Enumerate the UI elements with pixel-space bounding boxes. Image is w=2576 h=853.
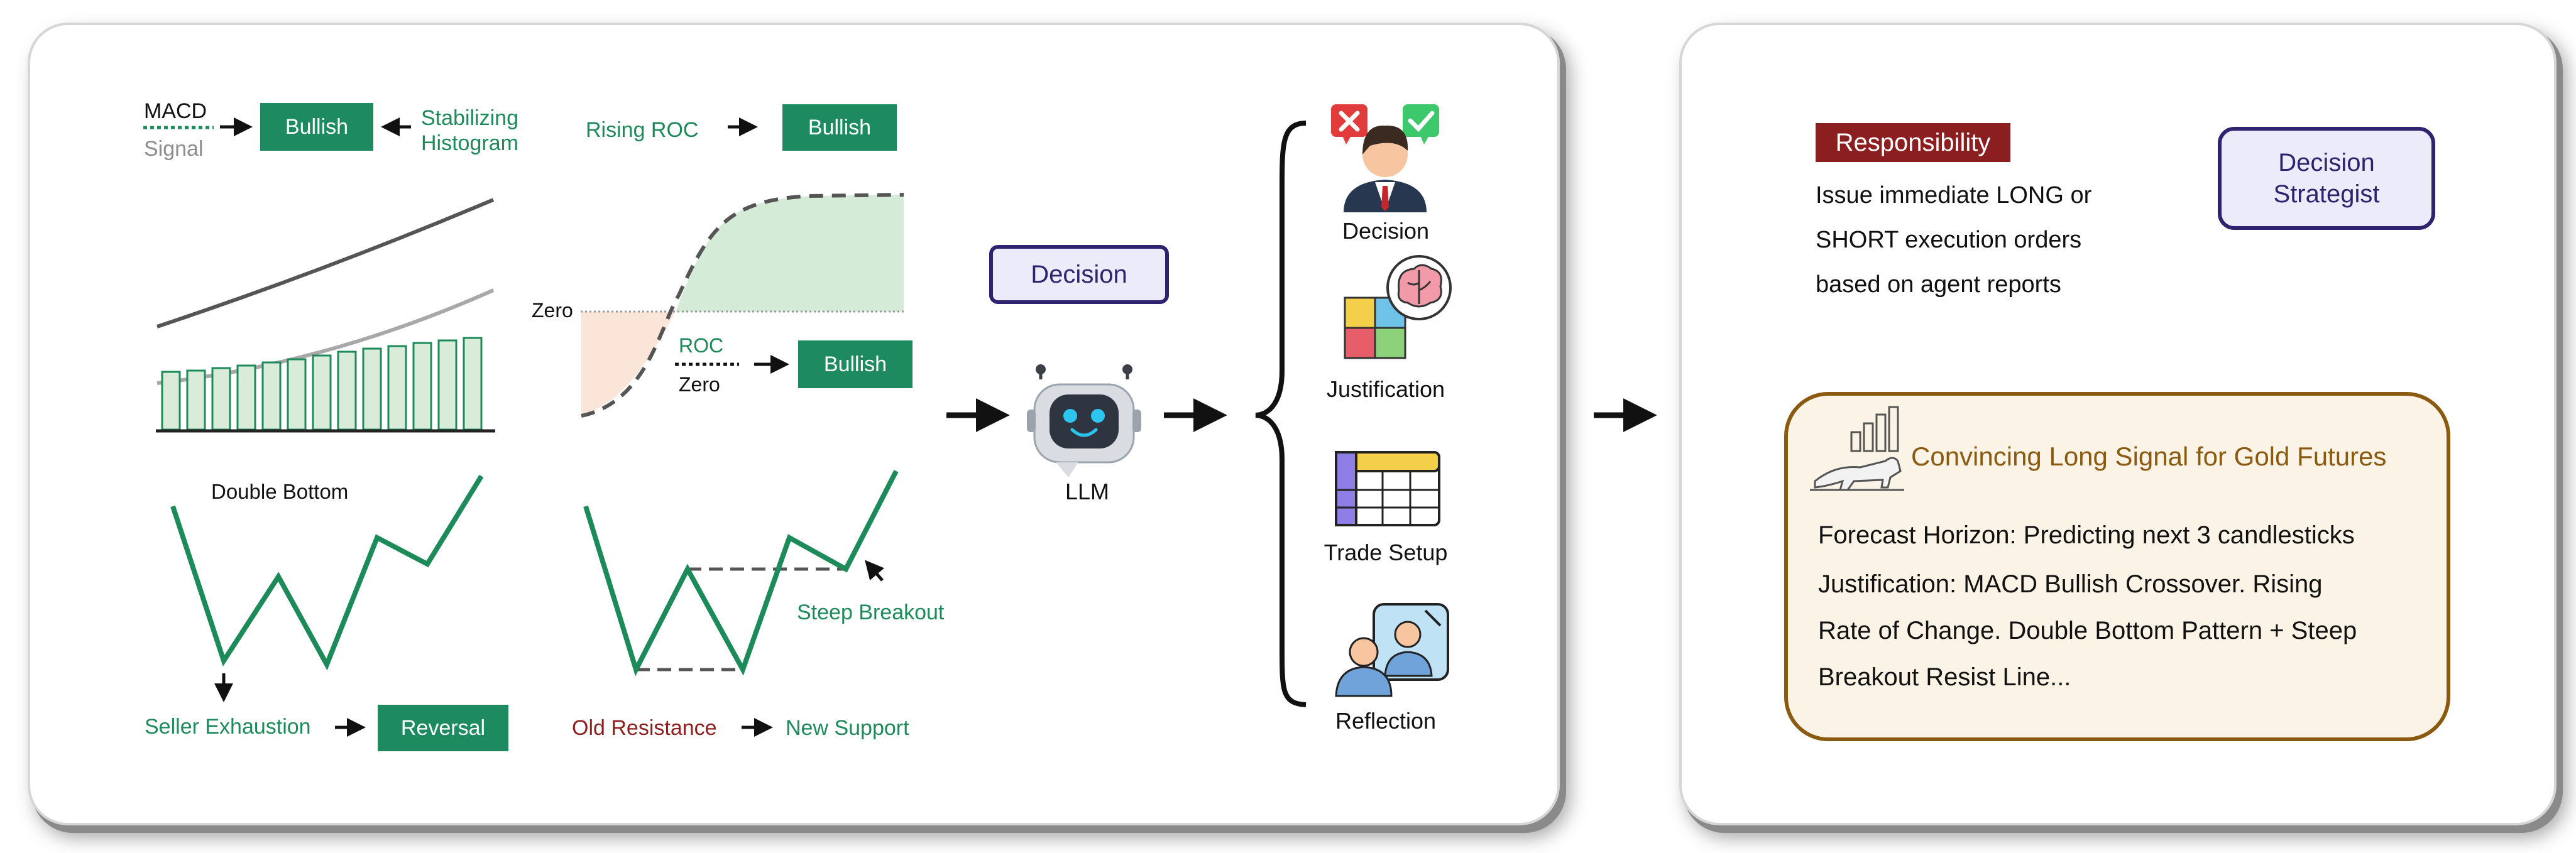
bull-chart-icon [1810,406,1904,491]
histogram-label-line2: Histogram [421,131,518,155]
histogram-label-line1: Stabilizing [421,106,518,130]
responsibility-line: SHORT execution orders [1816,227,2082,253]
seller-exhaustion-label: Seller Exhaustion [145,715,311,739]
new-support-label: New Support [786,716,909,740]
robot-icon [1027,364,1141,477]
steep-breakout-label: Steep Breakout [797,600,945,624]
reflection-people-icon [1335,603,1449,697]
puzzle-brain-icon [1344,255,1452,359]
macd-bullish-badge: Bullish [260,103,373,151]
roc-cross-bullish-badge: Bullish [798,340,913,388]
roc-chart [581,193,905,418]
double-bottom-line [170,474,484,671]
roc-legend-label: ROC [679,334,724,357]
signal-line: Rate of Change. Double Bottom Pattern + … [1818,617,2357,644]
responsibility-badge: Responsibility [1816,123,2010,162]
brace-bracket [1255,121,1307,707]
signal-line: Justification: MACD Bullish Crossover. R… [1818,570,2323,598]
output-label-trade-setup: Trade Setup [1324,540,1448,565]
signal-line: Breakout Resist Line... [1818,663,2071,691]
macd-label: MACD [144,99,207,123]
llm-label: LLM [1065,479,1110,504]
output-label-reflection: Reflection [1335,708,1437,734]
analysis-panel [30,25,1557,823]
breakout-chart [583,470,899,676]
output-label-justification: Justification [1326,376,1445,402]
macd-chart [156,198,495,433]
decision-strategist-box: Decision Strategist [2218,127,2435,230]
table-icon [1335,451,1440,526]
double-bottom-title: Double Bottom [211,480,349,503]
responsibility-text: Issue immediate LONG or SHORT execution … [1816,173,2091,307]
decision-box: Decision [989,245,1169,304]
signal-label: Signal [144,137,204,161]
reversal-badge: Reversal [378,705,508,751]
responsibility-line: based on agent reports [1816,271,2061,298]
decision-person-icon [1331,104,1439,212]
zero-legend-label: Zero [679,373,720,396]
macd-line [156,198,495,329]
responsibility-line: Issue immediate LONG or [1816,182,2092,209]
rising-roc-label: Rising ROC [586,118,699,142]
zero-axis-label: Zero [532,299,573,322]
signal-line: Forecast Horizon: Predicting next 3 cand… [1818,521,2355,549]
signal-title: Convincing Long Signal for Gold Futures [1911,442,2387,471]
output-label-decision: Decision [1342,218,1430,244]
histogram-bars [161,337,483,431]
old-resistance-label: Old Resistance [572,716,717,740]
stabilizing-histogram-label: Stabilizing Histogram [421,106,518,156]
rising-roc-bullish-badge: Bullish [782,104,897,151]
arrow-pointer-icon [865,560,885,582]
